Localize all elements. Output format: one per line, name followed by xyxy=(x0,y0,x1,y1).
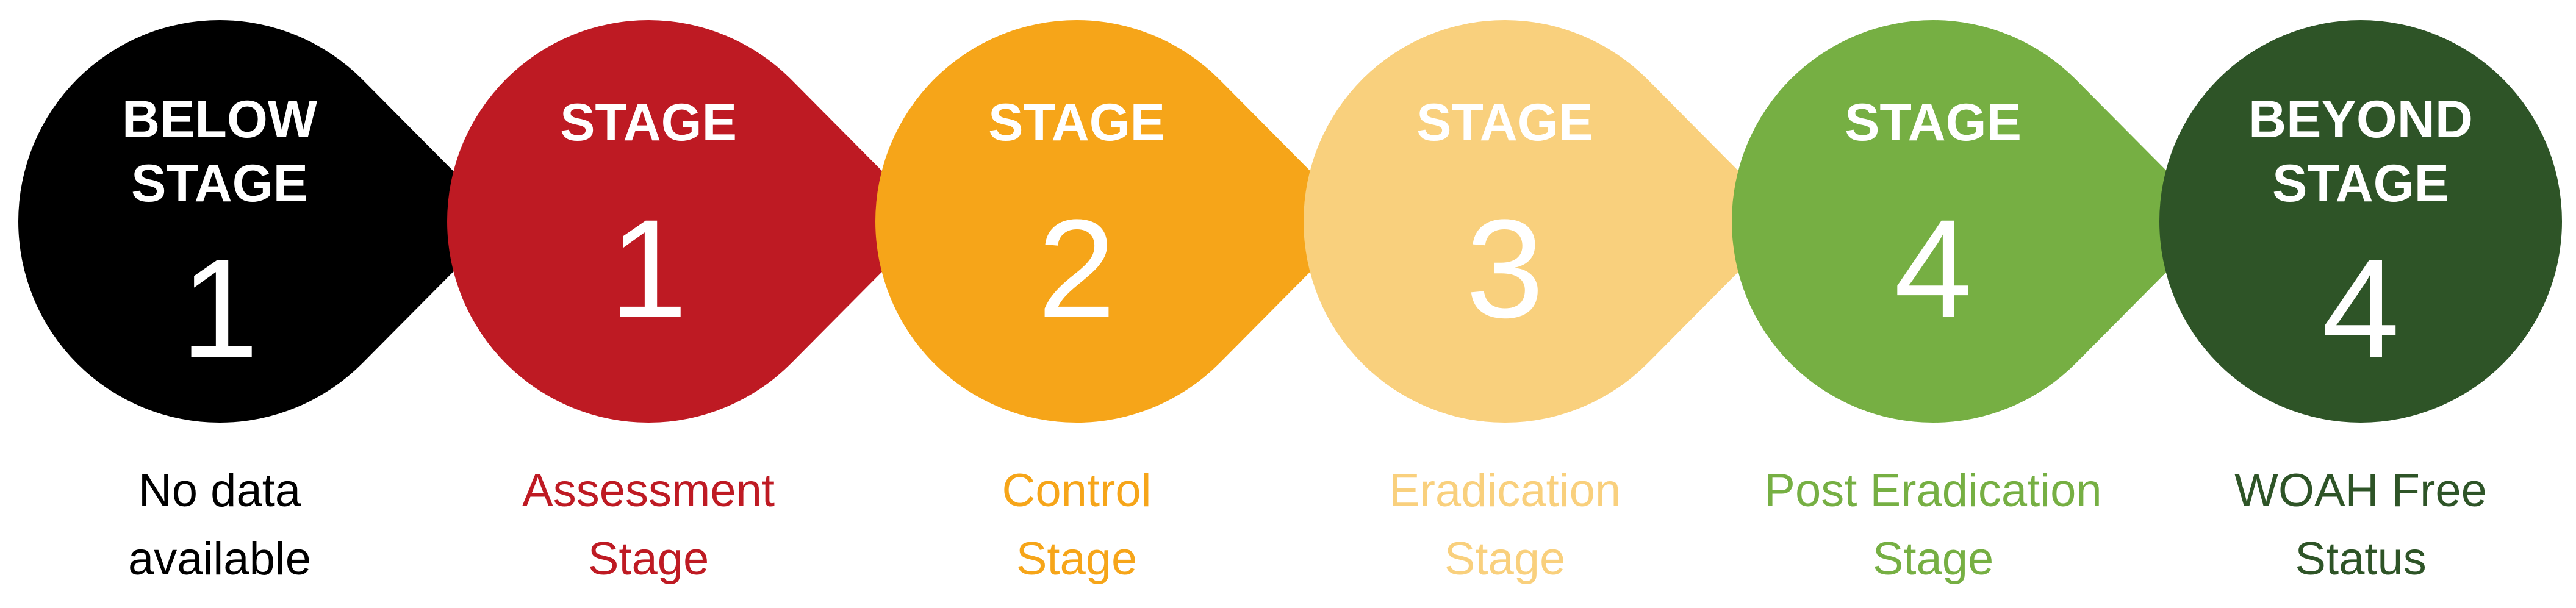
stage-circle-5 xyxy=(2159,20,2562,423)
stage-caption-4-1: Stage xyxy=(1873,533,1994,585)
stage-arrow-4 xyxy=(1732,20,2217,423)
stage-caption-4-0: Post Eradication xyxy=(1764,465,2101,517)
stage-number-5: 4 xyxy=(2322,230,2400,387)
stage-caption-5-0: WOAH Free xyxy=(2234,465,2487,517)
stage-arrow-3 xyxy=(1304,20,1788,423)
stage-caption-2-1: Stage xyxy=(1016,533,1138,585)
stage-caption-0-1: available xyxy=(128,533,311,585)
stage-number-0: 1 xyxy=(181,230,259,387)
stage-number-2: 2 xyxy=(1038,190,1116,347)
stage-caption-5-1: Status xyxy=(2295,533,2426,585)
stage-caption-1-0: Assessment xyxy=(522,465,775,517)
stage-header-4-0: STAGE xyxy=(1845,93,2022,152)
stage-caption-2-0: Control xyxy=(1002,465,1152,517)
stage-caption-0-0: No data xyxy=(138,465,301,517)
stage-caption-3-1: Stage xyxy=(1444,533,1566,585)
stage-caption-3-0: Eradication xyxy=(1389,465,1621,517)
stage-caption-1-1: Stage xyxy=(588,533,709,585)
stage-arrow-2 xyxy=(875,20,1360,423)
stage-header-5-1: STAGE xyxy=(2272,154,2449,213)
stage-header-0-1: STAGE xyxy=(131,154,308,213)
stage-header-0-0: BELOW xyxy=(122,90,318,149)
stage-number-4: 4 xyxy=(1894,190,1972,347)
stage-header-1-0: STAGE xyxy=(560,93,737,152)
stage-header-3-0: STAGE xyxy=(1416,93,1593,152)
stage-number-1: 1 xyxy=(609,190,687,347)
stage-number-3: 3 xyxy=(1466,190,1544,347)
stage-arrow-1 xyxy=(447,20,932,423)
stage-header-5-0: BEYOND xyxy=(2248,90,2473,149)
stage-header-2-0: STAGE xyxy=(988,93,1165,152)
stage-arrow-0 xyxy=(18,20,503,423)
